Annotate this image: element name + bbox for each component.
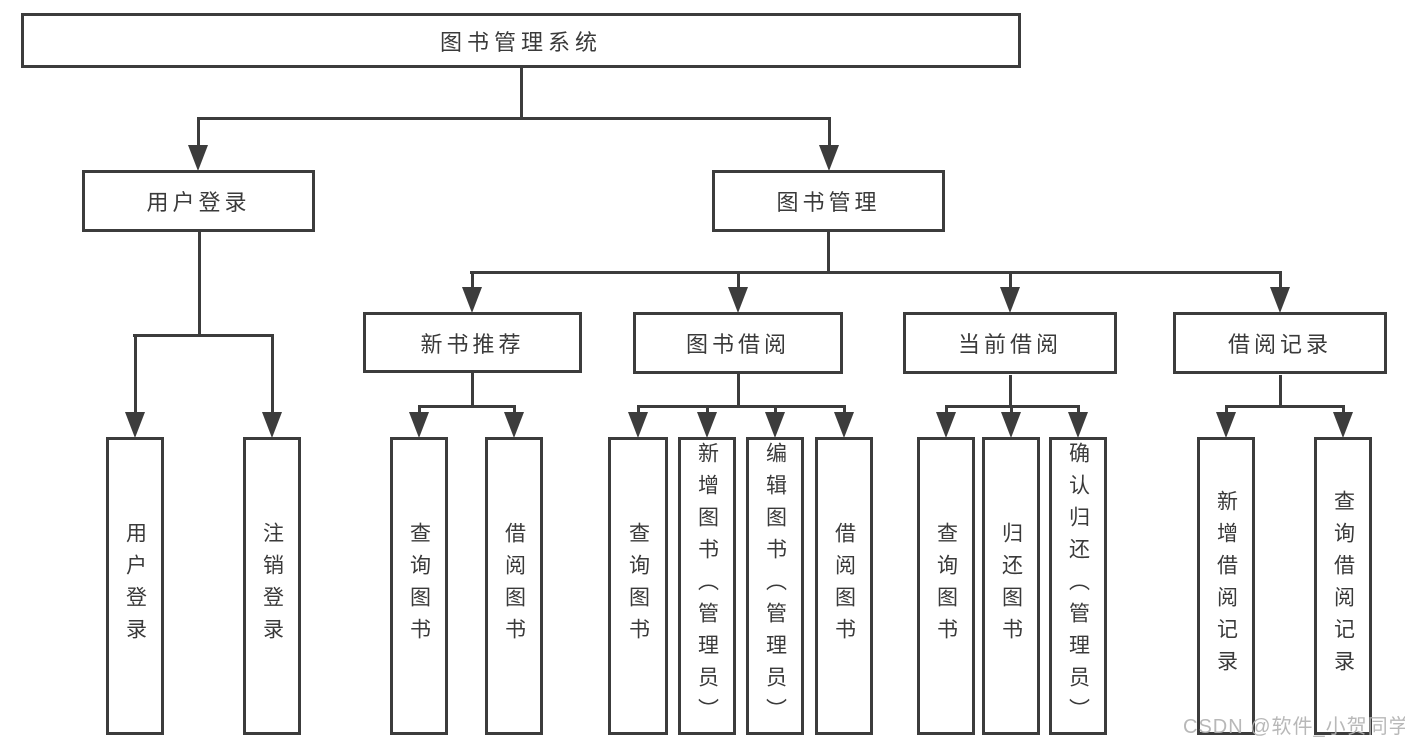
arrow-down-icon — [1333, 412, 1353, 438]
connector-line-horizontal — [470, 271, 1281, 274]
connector-line-vertical — [843, 405, 846, 415]
arrow-down-icon — [697, 412, 717, 438]
arrow-down-icon — [125, 412, 145, 438]
node-current-return-books: 归还图书 — [982, 437, 1040, 735]
node-record-query-borrow-record: 查询借阅记录 — [1314, 437, 1372, 735]
node-label: 借阅图书 — [502, 522, 526, 650]
connector-line-vertical — [737, 271, 740, 289]
connector-line-vertical — [520, 68, 523, 120]
connector-line-vertical — [471, 271, 474, 289]
node-current-borrowing: 当前借阅 — [903, 312, 1117, 374]
node-new-book-recommendation: 新书推荐 — [363, 312, 582, 373]
node-label: 新增图书（管理员） — [695, 442, 719, 730]
node-label: 编辑图书（管理员） — [763, 442, 787, 730]
node-label: 查询图书 — [407, 522, 431, 650]
connector-line-vertical — [774, 405, 777, 415]
node-borrowing-records: 借阅记录 — [1173, 312, 1387, 374]
connector-line-vertical — [827, 232, 830, 274]
connector-line-vertical — [1225, 405, 1228, 415]
arrow-down-icon — [834, 412, 854, 438]
node-library-management-system: 图书管理系统 — [21, 13, 1021, 68]
connector-line-vertical — [637, 405, 640, 415]
arrow-down-icon — [1001, 412, 1021, 438]
connector-line-vertical — [737, 374, 740, 408]
node-current-query-books: 查询图书 — [917, 437, 975, 735]
arrow-down-icon — [1270, 287, 1290, 313]
connector-line-vertical — [1279, 271, 1282, 289]
node-label: 注销登录 — [260, 522, 284, 650]
arrow-down-icon — [188, 145, 208, 171]
arrow-down-icon — [1068, 412, 1088, 438]
node-book-management: 图书管理 — [712, 170, 945, 232]
arrow-down-icon — [462, 287, 482, 313]
node-label: 查询图书 — [934, 522, 958, 650]
node-recommend-borrow-books: 借阅图书 — [485, 437, 543, 735]
arrow-down-icon — [728, 287, 748, 313]
connector-line-vertical — [1009, 375, 1012, 408]
node-borrow-edit-books-admin: 编辑图书（管理员） — [746, 437, 804, 735]
node-label: 查询图书 — [626, 522, 650, 650]
watermark: CSDN @软件_小贺同学 — [1183, 716, 1405, 738]
node-record-add-borrow-record: 新增借阅记录 — [1197, 437, 1255, 735]
connector-line-vertical — [1077, 405, 1080, 415]
connector-line-vertical — [1010, 405, 1013, 415]
node-label: 归还图书 — [999, 522, 1023, 650]
node-login-logout: 注销登录 — [243, 437, 301, 735]
connector-line-vertical — [271, 334, 274, 414]
node-label: 确认归还（管理员） — [1066, 442, 1090, 730]
node-user-login: 用户登录 — [82, 170, 315, 232]
connector-line-horizontal — [637, 405, 845, 408]
connector-line-vertical — [197, 117, 200, 147]
connector-line-vertical — [513, 405, 516, 415]
arrow-down-icon — [765, 412, 785, 438]
connector-line-vertical — [198, 232, 201, 337]
connector-line-horizontal — [133, 334, 274, 337]
arrow-down-icon — [262, 412, 282, 438]
node-login-user-login: 用户登录 — [106, 437, 164, 735]
connector-line-vertical — [1279, 375, 1282, 408]
node-recommend-query-books: 查询图书 — [390, 437, 448, 735]
arrow-down-icon — [628, 412, 648, 438]
arrow-down-icon — [936, 412, 956, 438]
node-book-borrowing: 图书借阅 — [633, 312, 843, 374]
arrow-down-icon — [1000, 287, 1020, 313]
arrow-down-icon — [1216, 412, 1236, 438]
node-borrow-query-books: 查询图书 — [608, 437, 668, 735]
arrow-down-icon — [819, 145, 839, 171]
node-label: 查询借阅记录 — [1331, 490, 1355, 682]
connector-line-vertical — [1342, 405, 1345, 415]
connector-line-horizontal — [418, 405, 516, 408]
node-label: 用户登录 — [123, 522, 147, 650]
arrow-down-icon — [504, 412, 524, 438]
node-label: 新增借阅记录 — [1214, 490, 1238, 682]
connector-line-vertical — [1009, 271, 1012, 289]
connector-line-horizontal — [1225, 405, 1344, 408]
arrow-down-icon — [409, 412, 429, 438]
node-borrow-add-books-admin: 新增图书（管理员） — [678, 437, 736, 735]
connector-line-vertical — [945, 405, 948, 415]
connector-line-vertical — [706, 405, 709, 415]
connector-line-vertical — [134, 334, 137, 414]
node-label: 借阅图书 — [832, 522, 856, 650]
connector-line-vertical — [828, 117, 831, 147]
connector-line-vertical — [418, 405, 421, 415]
connector-line-horizontal — [197, 117, 831, 120]
connector-line-vertical — [471, 373, 474, 408]
node-borrow-borrow-books: 借阅图书 — [815, 437, 873, 735]
node-current-confirm-return-admin: 确认归还（管理员） — [1049, 437, 1107, 735]
